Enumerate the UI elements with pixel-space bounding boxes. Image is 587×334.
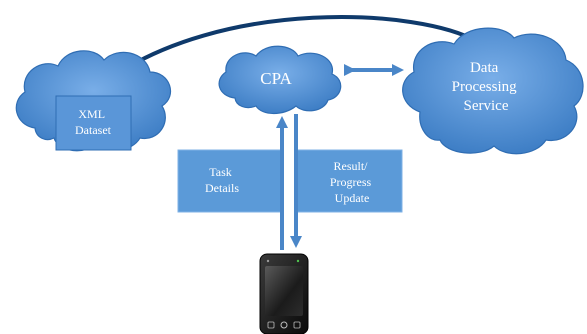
cpa-label: CPA (260, 69, 292, 88)
result-progress-update-box: Result/ Progress Update (295, 149, 403, 213)
data-processing-service-label: Data Processing Service (452, 60, 521, 114)
result-progress-update-label: Result/ Progress Update (330, 159, 374, 205)
xml-dataset-label: XML Dataset (75, 107, 112, 137)
data-processing-service-cloud: Data Processing Service (402, 27, 584, 155)
xml-dataset-document (55, 95, 132, 151)
curved-arrow-service-to-dataset (101, 15, 480, 85)
task-details-label: Task Details (205, 165, 239, 195)
cpa-cloud: CPA (218, 45, 342, 115)
smartphone-icon (259, 253, 309, 334)
task-details-box: Task Details (177, 149, 283, 213)
xml-dataset-cloud: XML Dataset (15, 50, 172, 152)
